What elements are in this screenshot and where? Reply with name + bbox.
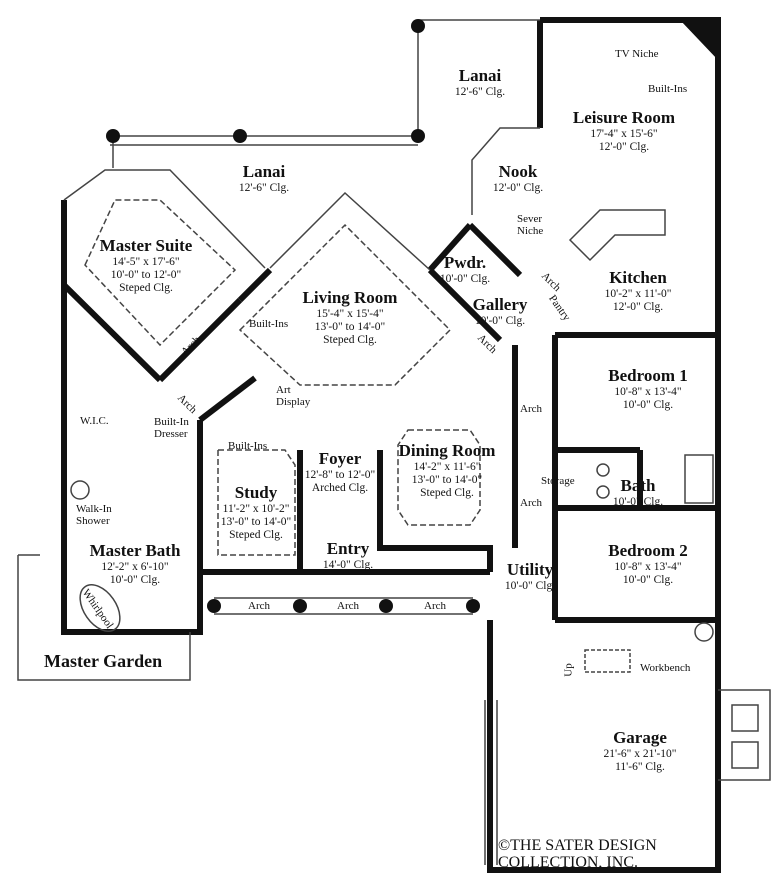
lanai-outline <box>112 19 540 168</box>
note-workbench: Workbench <box>640 662 691 674</box>
wall <box>427 223 473 272</box>
note-art: Art <box>276 384 291 396</box>
note-storage: Storage <box>541 475 575 487</box>
wall <box>61 282 163 383</box>
nook-bay <box>471 127 540 215</box>
living-room-outline <box>269 191 431 271</box>
note-arch: Arch <box>424 600 446 612</box>
wall <box>427 267 503 343</box>
note-built-ins: Built-Ins <box>648 83 688 95</box>
note-arch: Arch <box>520 497 542 509</box>
dining-ceiling <box>397 429 481 526</box>
whirlpool-tub <box>79 584 121 632</box>
shower-seat <box>70 480 90 500</box>
exterior-wall <box>487 17 721 873</box>
note-arch: Arch <box>520 403 542 415</box>
living-ceiling <box>238 223 452 386</box>
equipment-pad <box>731 741 759 769</box>
copyright-line: COLLECTION, INC. <box>498 853 638 871</box>
note-tv-niche: TV Niche <box>615 48 659 60</box>
note-display: Display <box>276 396 311 408</box>
front-porch <box>214 597 473 615</box>
note-arch: Arch <box>337 600 359 612</box>
columns <box>106 19 718 613</box>
note-sever: Sever <box>517 213 543 225</box>
master-ceiling <box>84 199 237 347</box>
note-built-ins: Built-Ins <box>228 440 268 452</box>
wall <box>157 297 243 383</box>
wall <box>237 267 273 303</box>
equipment-pad <box>731 704 759 732</box>
wall <box>377 450 493 572</box>
garage-exterior <box>718 689 771 781</box>
note-wic: W.I.C. <box>80 415 109 427</box>
water-heater <box>694 622 714 642</box>
copyright-line: ©THE SATER DESIGN <box>498 837 657 854</box>
sink <box>596 485 610 499</box>
garage-door <box>484 700 498 865</box>
note-built-ins: Built-Ins <box>249 318 289 330</box>
room-powder: Pwdr.10'-0" Clg. <box>439 253 491 285</box>
master-garden-wall <box>17 554 191 681</box>
kitchen-island <box>568 209 666 262</box>
study-ceiling <box>217 449 296 556</box>
master-garden-label: Master Garden <box>44 651 163 671</box>
note-arch: Arch <box>248 600 270 612</box>
note-niche: Niche <box>517 225 544 237</box>
note-walk-in: Walk-In <box>76 503 112 515</box>
bathtub <box>684 454 714 504</box>
copyright: ©THE SATER DESIGN COLLECTION, INC. <box>498 837 657 872</box>
note-shower: Shower <box>76 515 110 527</box>
note-dresser: Dresser <box>154 428 188 440</box>
sink <box>596 463 610 477</box>
master-suite-outline <box>63 169 266 269</box>
wall <box>198 375 257 423</box>
note-up: Up <box>562 663 575 677</box>
note-built-in: Built-In <box>154 416 189 428</box>
workbench <box>584 649 631 673</box>
wall <box>467 222 523 278</box>
